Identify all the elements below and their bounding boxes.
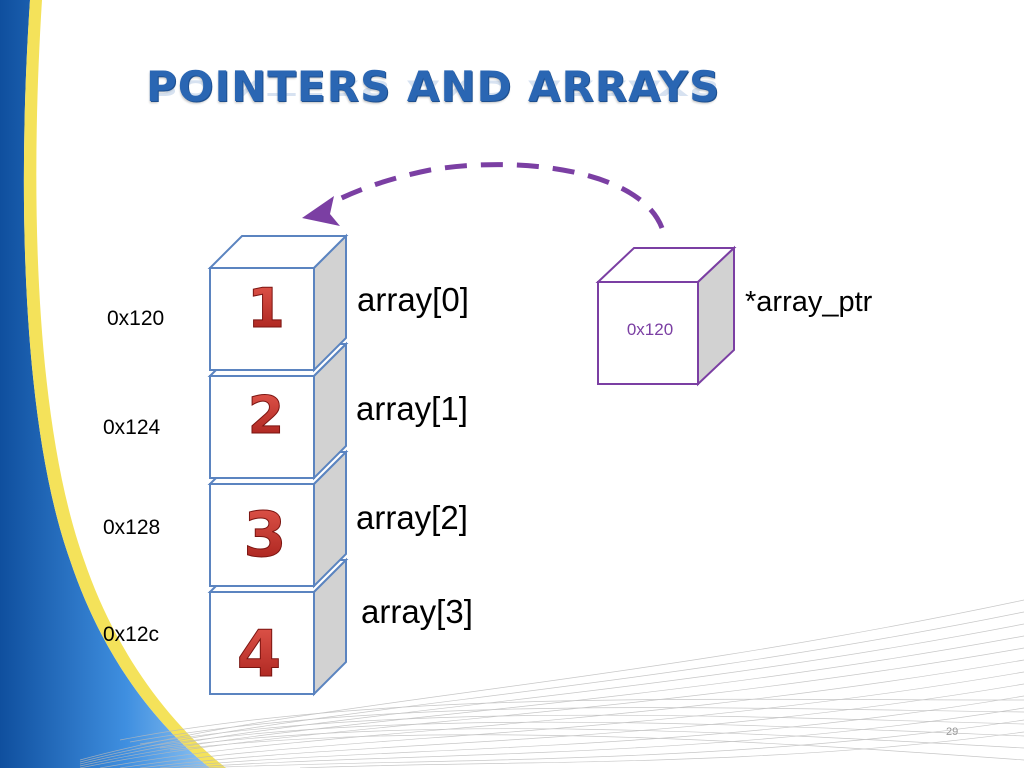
array-cell-0: 1 <box>207 233 349 373</box>
slide-title: POINTERS AND ARRAYS <box>146 62 721 111</box>
cube-front-face <box>209 267 315 371</box>
element-label-2: array[2] <box>356 499 468 536</box>
element-label-0: array[0] <box>357 281 469 318</box>
pointer-value: 0x120 <box>627 320 673 339</box>
pointer-label: *array_ptr <box>745 286 873 318</box>
cube-front-face <box>597 281 699 385</box>
side-swoosh-blue <box>0 0 210 768</box>
address-label-0: 0x120 <box>107 307 165 330</box>
array-cell-value: 4 <box>237 618 282 692</box>
pointer-cell: 0x120 <box>595 245 737 387</box>
cube-front-face <box>209 483 315 587</box>
page-number: 29 <box>946 726 959 738</box>
array-cell-1: 2 <box>207 341 349 481</box>
array-cell-value: 1 <box>247 277 285 340</box>
element-label-1: array[1] <box>356 390 468 427</box>
pointer-arrow <box>302 162 665 229</box>
cube-front-face <box>209 375 315 479</box>
address-label-2: 0x128 <box>103 516 161 539</box>
element-label-3: array[3] <box>361 593 473 630</box>
arrow-head-icon <box>302 196 340 226</box>
dashed-arrow-path <box>320 162 665 229</box>
array-cell-value: 3 <box>243 498 286 571</box>
address-label-3: 0x12c <box>103 623 160 646</box>
cube-front-face <box>209 591 315 695</box>
array-cell-value: 2 <box>248 386 284 446</box>
bottom-wave-lines <box>79 599 1024 768</box>
address-label-1: 0x124 <box>103 416 161 439</box>
